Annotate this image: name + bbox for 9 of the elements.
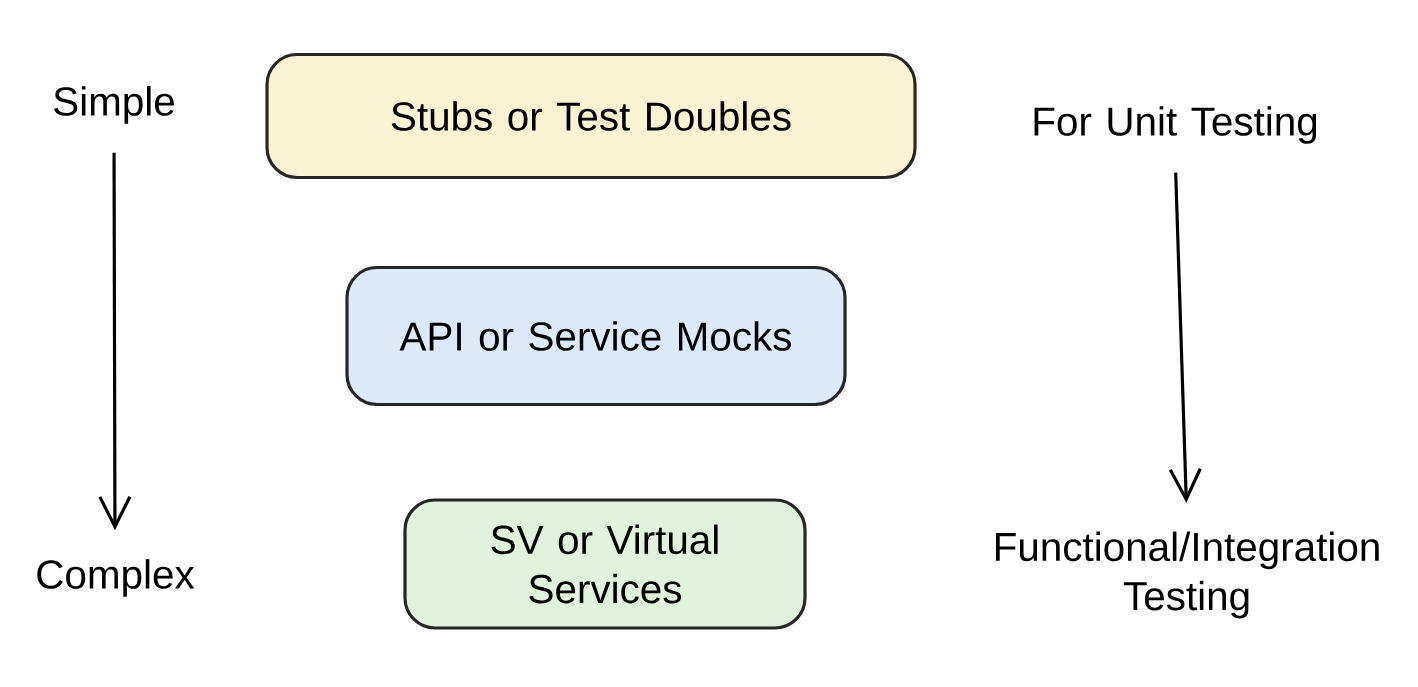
axis-label: For Unit Testing <box>1034 106 1317 144</box>
process-box: API or Service Mocks <box>345 265 847 407</box>
arrow <box>98 152 132 531</box>
axis-label: Functional/Integration Testing <box>995 531 1379 619</box>
process-box: SV or Virtual Services <box>403 498 807 630</box>
axis-label: Complex <box>37 559 195 597</box>
axis-label: Simple <box>54 86 174 124</box>
process-box: Stubs or Test Doubles <box>265 52 917 180</box>
arrow <box>1168 172 1202 503</box>
